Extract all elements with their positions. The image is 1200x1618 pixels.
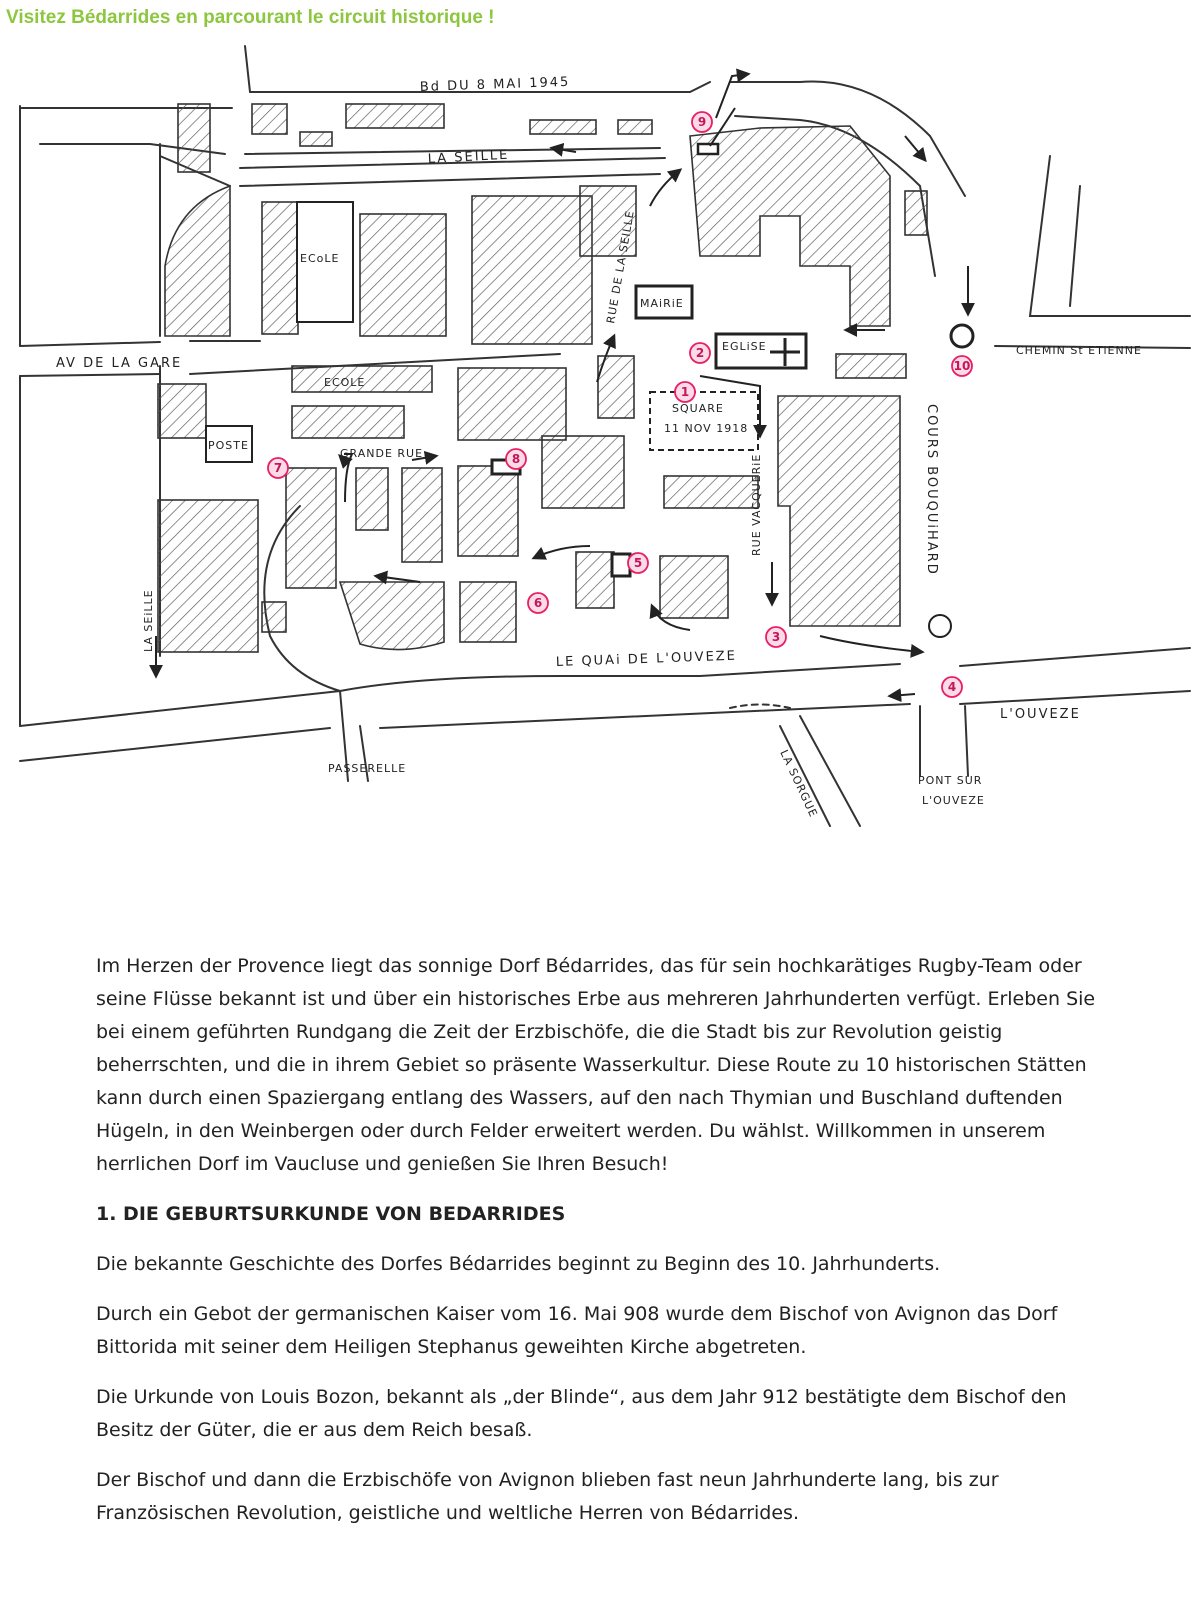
- label-poste: POSTE: [208, 439, 249, 452]
- marker-label-5: 5: [634, 556, 642, 570]
- marker-label-8: 8: [512, 452, 520, 466]
- marker-circle-10: [951, 355, 973, 377]
- article: Im Herzen der Provence liegt das sonnige…: [96, 950, 1096, 1547]
- label-pont-line2: L'OUVEZE: [922, 794, 985, 807]
- label-ecole-1: ECoLE: [300, 252, 339, 265]
- marker-label-2: 2: [696, 346, 704, 360]
- marker-label-10: 10: [954, 359, 971, 373]
- marker-circle-1: [674, 381, 696, 403]
- label-av-de-la-gare: AV DE LA GARE: [56, 356, 182, 371]
- poste-building: [205, 425, 253, 463]
- marker-label-1: 1: [681, 385, 689, 399]
- marker-label-3: 3: [772, 630, 780, 644]
- page-title: Visitez Bédarrides en parcourant le circ…: [6, 7, 495, 28]
- marker-circle-8: [505, 448, 527, 470]
- section-heading: 1. DIE GEBURTSURKUNDE VON BEDARRIDES: [96, 1203, 566, 1225]
- label-ecole-2: ECOLE: [324, 376, 365, 389]
- marker-circle-9: [691, 111, 713, 133]
- label-pont-line1: PONT SUR: [918, 774, 982, 787]
- building-blocks: [157, 103, 928, 653]
- label-bd-8-mai: Bd DU 8 MAI 1945: [420, 75, 571, 95]
- paragraph-2: Durch ein Gebot der germanischen Kaiser …: [96, 1303, 1058, 1358]
- label-square-line1: SQUARE: [672, 402, 724, 415]
- label-passerelle: PASSERELLE: [328, 762, 406, 775]
- paragraph-1: Die bekannte Geschichte des Dorfes Bédar…: [96, 1253, 941, 1275]
- marker-circle-5: [627, 552, 649, 574]
- label-rue-vacquerie: RUE VACQUERiE: [750, 454, 763, 556]
- square-outline: [649, 391, 759, 451]
- mairie-building: [634, 284, 694, 320]
- labeled-buildings: [205, 142, 975, 638]
- marker-circle-4: [941, 676, 963, 698]
- marker-label-7: 7: [274, 461, 282, 475]
- label-cours-bouquihard: COURS BOUQUiHARD: [924, 404, 939, 576]
- label-chemin-st-etienne: CHEMIN St ETiENNE: [1016, 344, 1142, 357]
- label-grande-rue: GRANDE RUE: [340, 447, 423, 460]
- marker-circle-7: [267, 457, 289, 479]
- intro-paragraph: Im Herzen der Provence liegt das sonnige…: [96, 955, 1096, 1175]
- label-eglise: EGLiSE: [722, 340, 767, 353]
- ecole-building: [296, 201, 354, 323]
- label-la-seille-top: LA SEILLE: [427, 148, 509, 167]
- label-la-sorgue: LA SORGUE: [777, 748, 820, 820]
- label-square-line2: 11 NOV 1918: [664, 422, 748, 435]
- marker-label-9: 9: [698, 115, 706, 129]
- paragraph-4: Der Bischof und dann die Erzbischöfe von…: [96, 1469, 999, 1524]
- label-l-ouveze: L'OUVEZE: [1000, 707, 1081, 722]
- marker-label-4: 4: [948, 680, 956, 694]
- label-la-seille-left: LA SEiLLE: [142, 589, 155, 652]
- marker-circle-6: [527, 592, 549, 614]
- historic-circuit-map: Bd DU 8 MAI 1945 LA SEILLE AV DE LA GARE…: [19, 45, 1191, 827]
- circuit-markers: 1 2 3 4 5 6 7 8 9 10: [267, 111, 973, 698]
- marker-label-6: 6: [534, 596, 542, 610]
- label-mairie: MAiRiE: [640, 297, 684, 310]
- marker-circle-2: [689, 342, 711, 364]
- church-cross-icon: [770, 338, 800, 366]
- route-arrows: [149, 68, 975, 703]
- label-quai-ouveze: LE QUAi DE L'OUVEZE: [556, 649, 738, 670]
- paragraph-3: Die Urkunde von Louis Bozon, bekannt als…: [96, 1386, 1067, 1441]
- marker-circle-3: [765, 626, 787, 648]
